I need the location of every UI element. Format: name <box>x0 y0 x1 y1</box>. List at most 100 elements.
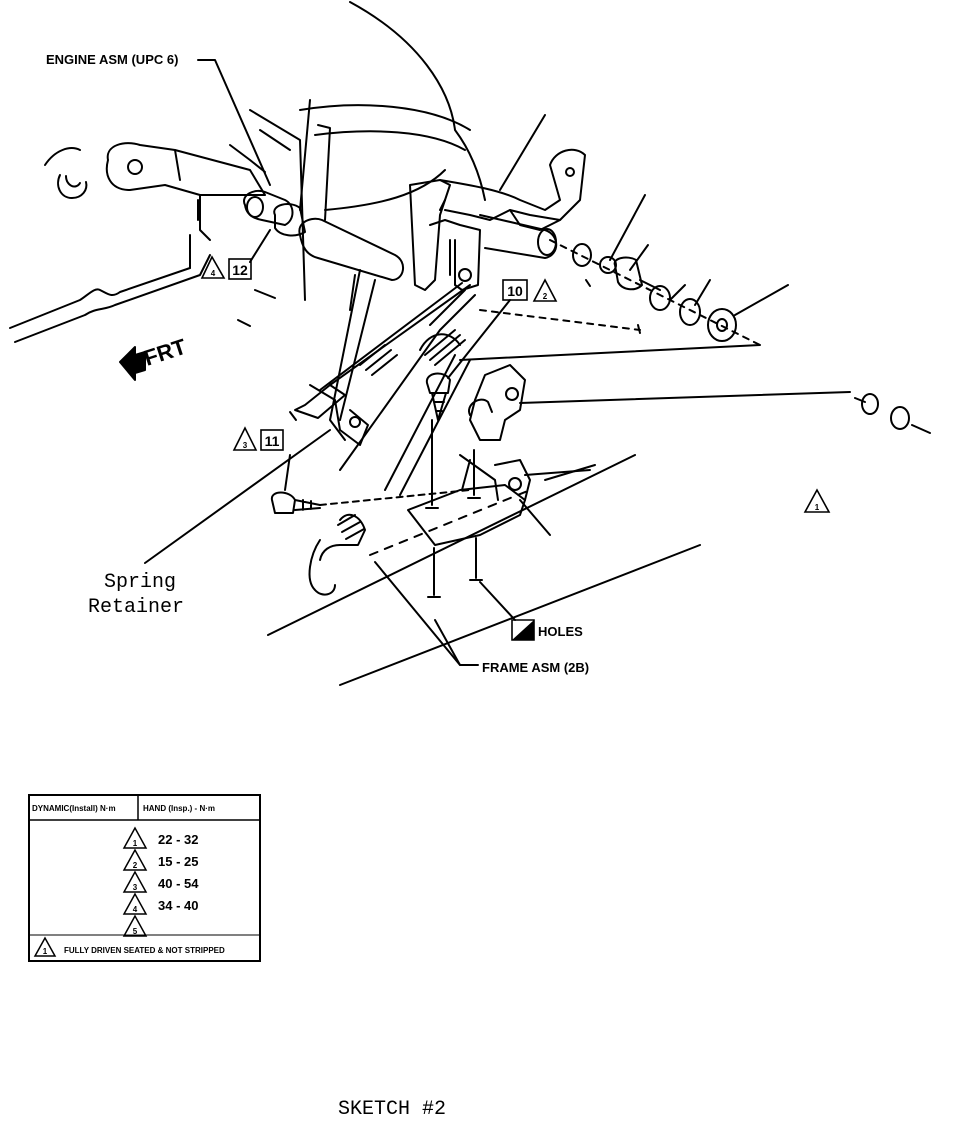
assembly-centerline <box>549 239 761 346</box>
left-clip-detail <box>44 147 88 199</box>
leader-frame-asm <box>374 561 479 666</box>
callout-box-12 <box>228 258 252 280</box>
cable-end-nut-1 <box>861 393 879 415</box>
callout-box-11 <box>260 429 284 451</box>
bolt-11-shank <box>294 499 321 511</box>
ball-spacer <box>599 256 617 274</box>
washer-3-hole <box>716 318 728 332</box>
center-bracket-pin <box>458 268 472 282</box>
frame-rail-upper <box>9 267 191 329</box>
table-value-4: 34 - 40 <box>158 898 198 913</box>
table-marker-5: 5 <box>133 927 138 936</box>
table-value-2: 15 - 25 <box>158 854 198 869</box>
table-triangle-5-icon <box>122 914 148 937</box>
center-bracket <box>409 179 451 291</box>
leader-spring-retainer <box>144 429 331 564</box>
holes-label: HOLES <box>538 624 583 639</box>
table-header-hand: HAND (Insp.) - N·m <box>143 804 215 813</box>
table-triangle-1-icon <box>122 826 148 849</box>
table-value-1: 22 - 32 <box>158 832 198 847</box>
front-direction-label: FRT <box>141 334 190 371</box>
triangle-2-label: 2 <box>543 292 548 301</box>
centerline-to-bracket <box>459 344 761 361</box>
leader-holes <box>479 581 516 621</box>
table-note: FULLY DRIVEN SEATED & NOT STRIPPED <box>64 946 225 955</box>
lower-plate-line <box>519 499 551 536</box>
cable-to-right <box>519 391 851 404</box>
body-panel-inner-line <box>299 104 471 131</box>
washer-3 <box>707 308 737 342</box>
table-value-3: 40 - 54 <box>158 876 199 891</box>
lever-lower-bracket <box>309 384 369 446</box>
callout-10-label: 10 <box>507 283 523 299</box>
pivot-washer <box>246 196 264 218</box>
leader-11 <box>284 454 291 491</box>
return-spring <box>419 329 466 366</box>
table-triangle-4-icon <box>122 892 148 915</box>
right-bracket-clip <box>468 398 493 416</box>
torque-table: DYNAMIC(Install) N·m HAND (Insp.) - N·m … <box>28 794 261 962</box>
misc-mark-3 <box>585 279 591 287</box>
misc-mark-4 <box>637 324 641 334</box>
lower-mount-hole <box>508 477 522 491</box>
leader-stack-1 <box>499 114 546 191</box>
leader-12 <box>249 229 271 263</box>
frame-lower-edge-1 <box>267 454 636 636</box>
table-triangle-3-icon <box>122 870 148 893</box>
washer-1 <box>572 243 592 267</box>
frame-rail-lower <box>14 254 211 343</box>
spring-retainer-label-line2: Retainer <box>88 596 184 619</box>
right-bracket <box>469 364 526 441</box>
bolt-10-head <box>425 372 451 394</box>
front-arrow-icon <box>119 346 146 381</box>
misc-mark-5 <box>237 319 251 327</box>
lever-tube <box>298 217 404 281</box>
washer-2 <box>679 298 701 326</box>
torque-triangle-2-icon <box>532 278 558 302</box>
bolt-10-shank <box>431 392 447 421</box>
torque-triangle-3-icon <box>232 426 258 451</box>
leader-stack-2 <box>609 194 646 261</box>
mount-stud-4 <box>469 537 483 581</box>
misc-mark-1 <box>254 289 276 299</box>
leader-engine-asm <box>197 59 271 186</box>
table-triangle-2-icon <box>122 848 148 871</box>
leader-frame-asm-2 <box>434 619 461 666</box>
frame-dash <box>369 489 531 556</box>
mount-stud-3 <box>427 547 441 598</box>
engine-mount-hole <box>127 159 143 175</box>
leader-stack-6 <box>669 284 686 301</box>
center-bracket-inner <box>429 219 481 291</box>
table-marker-2: 2 <box>133 861 138 870</box>
callout-box-10 <box>502 279 528 301</box>
spring-arm <box>339 289 476 471</box>
table-note-triangle-icon <box>33 936 57 957</box>
centerline-lower <box>479 309 641 331</box>
spring-retainer-coil <box>337 514 365 540</box>
leader-stack-5 <box>734 284 789 316</box>
center-bracket-slot <box>439 199 451 276</box>
callout-11-label: 11 <box>265 433 280 449</box>
callout-12-label: 12 <box>232 262 248 278</box>
table-marker-1: 1 <box>133 839 138 848</box>
upper-bracket-hole <box>565 167 575 177</box>
right-bracket-hole <box>505 387 519 401</box>
lower-mount-plate <box>407 484 526 546</box>
triangle-4-label: 4 <box>211 269 216 278</box>
leader-stack-4 <box>694 279 711 306</box>
adjuster-rod <box>319 282 471 391</box>
table-marker-3: 3 <box>133 883 138 892</box>
engine-asm-label: ENGINE ASM (UPC 6) <box>46 52 178 67</box>
cable-end-line <box>854 397 931 434</box>
engine-block-edge-2 <box>299 99 331 221</box>
mount-stud-1 <box>425 419 439 509</box>
body-panel-outline <box>349 1 486 201</box>
table-header-dynamic: DYNAMIC(Install) N·m <box>32 804 116 813</box>
mount-stud-2 <box>467 449 481 499</box>
frame-lower-edge-4 <box>544 464 596 481</box>
lower-mount-upright <box>459 454 531 501</box>
spring-lower-arm <box>384 354 471 496</box>
leader-stack-3 <box>629 244 649 271</box>
table-note-marker: 1 <box>43 947 48 956</box>
threaded-stud <box>613 256 661 291</box>
